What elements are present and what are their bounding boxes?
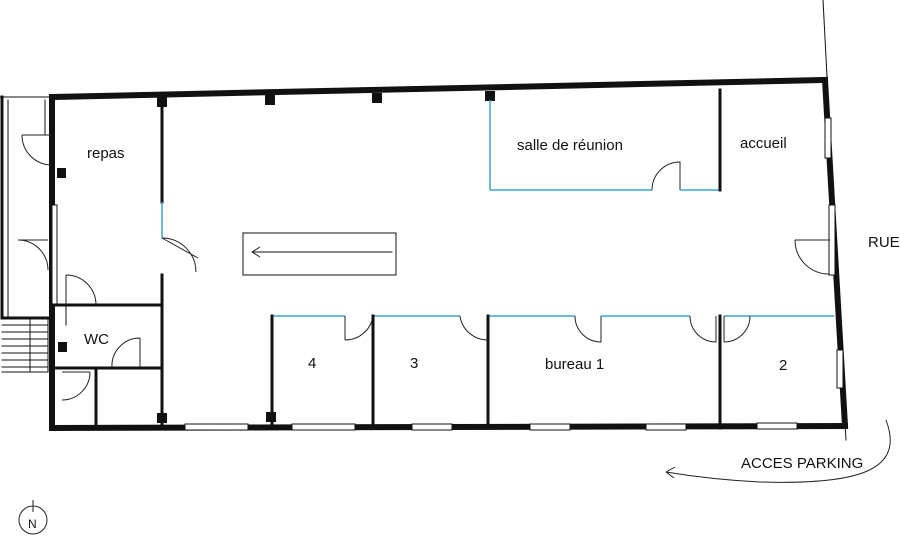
door-swing-annex-top	[21, 134, 53, 166]
room-label-accueil: accueil	[740, 135, 787, 152]
room-label-repas: repas	[87, 145, 125, 162]
parking-arrowhead	[665, 466, 676, 479]
svg-text:N: N	[28, 517, 37, 531]
door-swing-bureau-1b	[689, 315, 717, 343]
repas-room	[157, 97, 199, 307]
door-swing-wc	[111, 337, 141, 369]
door-swing-corridor	[65, 274, 97, 306]
stair-annex	[0, 95, 58, 373]
door-swing-office-2	[723, 315, 751, 343]
room-label-bureau-1: bureau 1	[545, 356, 604, 373]
bottom-windows	[184, 422, 798, 431]
exterior-walls	[48, 76, 849, 432]
central-counter	[242, 232, 397, 276]
room-label-wc: WC	[84, 331, 109, 348]
parking-label: ACCES PARKING	[741, 455, 863, 472]
office-row	[266, 314, 834, 430]
street-label: RUE	[868, 234, 900, 251]
pillar-annex	[57, 168, 66, 178]
room-label-office-4: 4	[308, 355, 316, 372]
staircase	[0, 316, 50, 373]
door-swing-wc-small	[61, 371, 91, 401]
room-label-office-2: 2	[779, 357, 787, 374]
door-swing-meeting	[651, 161, 681, 191]
door-swing-annex-mid	[17, 239, 49, 271]
pillar-top-1	[265, 95, 275, 105]
door-swing-bureau-1a	[574, 315, 602, 343]
pillar-top-2	[372, 93, 382, 103]
door-swing-repas	[161, 237, 199, 273]
compass-icon: N	[18, 500, 48, 535]
window-right-3	[836, 349, 844, 389]
door-swing-office-3	[459, 315, 489, 341]
meeting-room	[489, 88, 722, 192]
wc-block	[50, 274, 167, 430]
window-right-1	[824, 117, 832, 159]
pillar-top-3	[485, 91, 495, 101]
door-swing-office-4	[344, 315, 374, 341]
room-label-meeting: salle de réunion	[517, 137, 623, 154]
parking-arrow	[665, 419, 891, 483]
door-swing-entrance	[794, 239, 830, 275]
room-label-office-3: 3	[410, 355, 418, 372]
